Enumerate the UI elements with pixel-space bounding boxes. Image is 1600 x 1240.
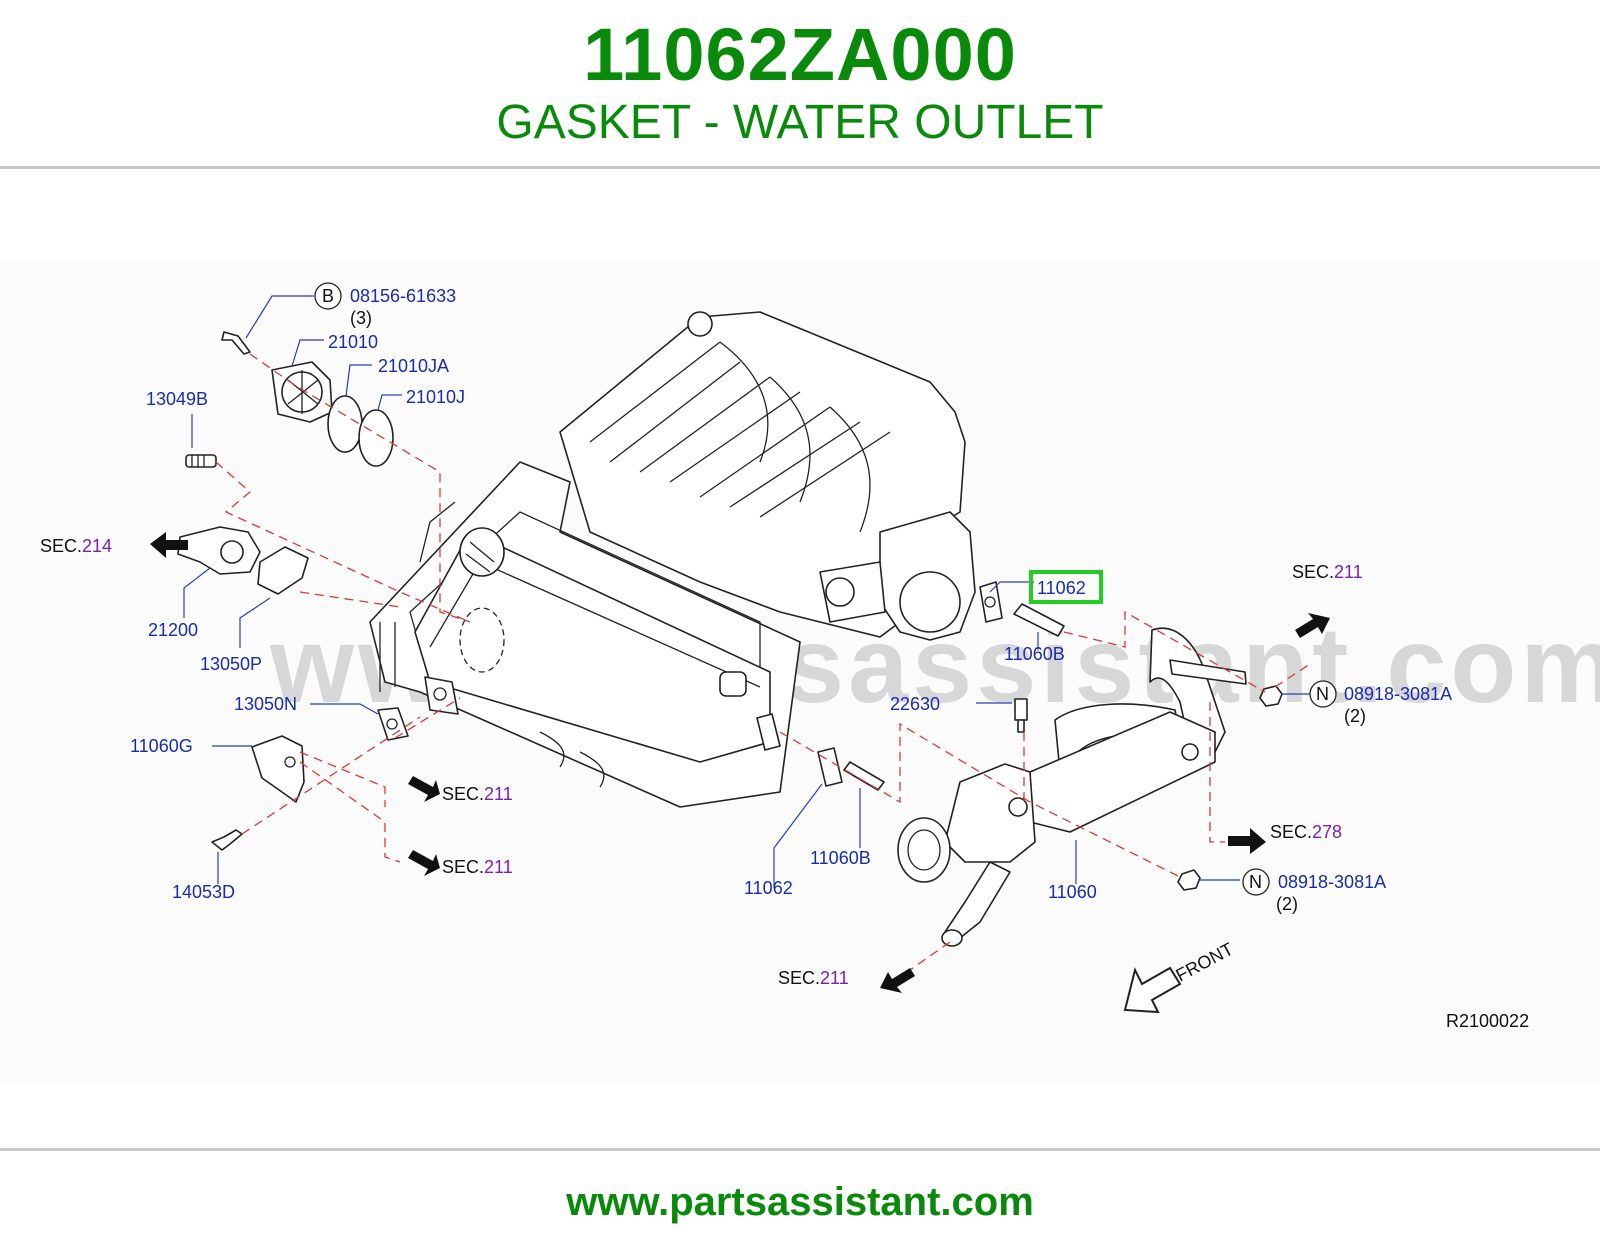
front-label: FRONT [1172,939,1236,986]
label-11062-highlighted[interactable]: 11062 [1037,578,1086,598]
arrow-sec211-top [1295,613,1330,638]
label-14053D[interactable]: 14053D [172,882,235,902]
water-pipe-assembly [897,627,1247,947]
label-21010JA[interactable]: 21010JA [378,356,449,376]
label-22630[interactable]: 22630 [890,694,940,714]
bracket-11060G [251,735,305,803]
nut-08918-3081A-lower [1177,869,1201,891]
water-pump-assembly [271,361,394,467]
label-11060G[interactable]: 11060G [130,736,193,756]
label-21010[interactable]: 21010 [328,332,378,352]
footer-url[interactable]: www.partsassistant.com [566,1180,1034,1224]
arrow-sec211-b [408,850,440,876]
part-name-subtitle: GASKET - WATER OUTLET [496,96,1104,149]
bolt-08156-61633 [221,331,251,355]
parts-diagram: www.partsassistant.com [0,262,1600,1082]
label-sec278[interactable]: SEC.278 [1270,822,1342,842]
label-n-letter-2: N [1249,872,1262,892]
assembly-lines [215,353,1311,978]
gasket-11062-upper [979,581,1003,623]
label-11060B-upper[interactable]: 11060B [1004,644,1065,664]
stud-11060B-lower [843,761,885,791]
bolt-14053D [211,829,243,851]
stud-11060B-upper [1013,603,1065,637]
circle-b [314,282,342,310]
label-sec211-bottom[interactable]: SEC.211 [778,968,849,988]
label-08918-3081A-lower[interactable]: 08918-3081A [1278,872,1386,892]
gasket-13050N [377,707,409,741]
arrow-sec278 [1228,828,1266,854]
bolt-13049B [185,454,217,468]
arrow-sec211-a [408,776,440,802]
highlight-box [1029,570,1103,604]
circle-n-2 [1242,868,1270,896]
header-divider [0,166,1600,169]
front-arrow: FRONT [1123,939,1237,1014]
label-13049B[interactable]: 13049B [146,389,208,409]
label-b-letter: B [322,286,334,306]
label-sec211-a[interactable]: SEC.211 [442,784,513,804]
label-21200[interactable]: 21200 [148,620,198,640]
label-08918-3081A-upper[interactable]: 08918-3081A [1344,684,1452,704]
label-11060B-lower[interactable]: 11060B [810,848,871,868]
label-n-qty-1: (2) [1344,706,1366,726]
circle-n-1 [1309,680,1337,708]
engine-drawing [369,311,976,808]
arrow-sec214 [150,532,188,558]
nut-08918-3081A-upper [1259,685,1283,707]
ref-code: R2100022 [1446,1011,1529,1031]
label-11060[interactable]: 11060 [1048,882,1097,902]
leader-lines [183,295,1314,888]
label-sec211-b[interactable]: SEC.211 [442,857,513,877]
part-labels: B 08156-61633 (3) 21010 21010JA 21010J 1… [40,282,1529,1031]
label-sec214[interactable]: SEC.214 [40,536,112,556]
label-21010J[interactable]: 21010J [406,387,465,407]
footer-divider [0,1148,1600,1151]
temp-sensor-22630 [1014,698,1028,733]
label-b-qty: (3) [350,308,372,328]
label-13050P[interactable]: 13050P [200,654,262,674]
diagram-canvas: www.partsassistant.com [40,282,1600,1031]
label-n-letter-1: N [1316,684,1329,704]
label-08156-61633[interactable]: 08156-61633 [350,286,456,306]
part-number-title: 11062ZA000 [583,13,1017,96]
arrow-sec211-bottom [880,968,915,993]
label-13050N[interactable]: 13050N [234,694,297,714]
label-n-qty-2: (2) [1276,894,1298,914]
label-11062-lower[interactable]: 11062 [744,878,793,898]
sec-arrows [150,532,1330,993]
thermostat-housing [177,526,309,595]
label-sec211-top[interactable]: SEC.211 [1292,562,1363,582]
